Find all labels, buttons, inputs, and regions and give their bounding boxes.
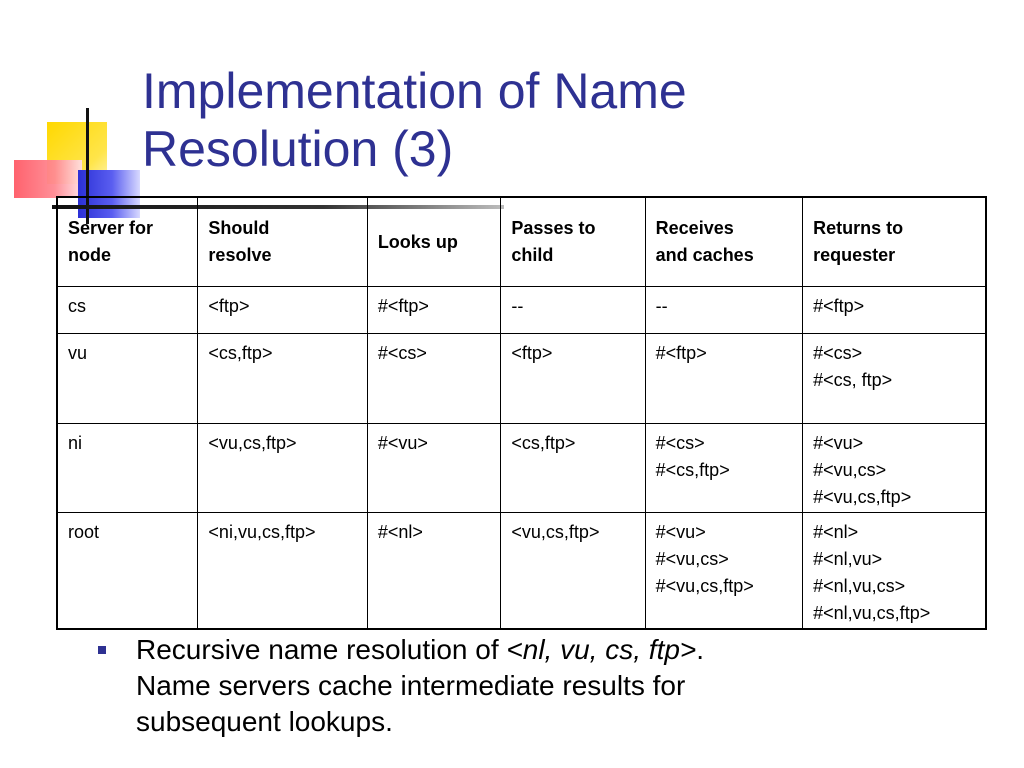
table-row: root <ni,vu,cs,ftp> #<nl> <vu,cs,ftp> #<…: [56, 512, 987, 630]
table-cell: #<vu> #<vu,cs> #<vu,cs,ftp>: [802, 422, 987, 514]
table-cell: <vu,cs,ftp>: [197, 422, 368, 514]
bullet-square-icon: [98, 646, 106, 654]
header-receives-and-caches: Receives and caches: [644, 196, 804, 287]
table-cell: #<cs> #<cs,ftp>: [644, 422, 804, 514]
header-returns-to-requester: Returns to requester: [802, 196, 987, 287]
table-cell: #<nl>: [366, 512, 502, 630]
header-should-resolve: Should resolve: [197, 196, 368, 287]
table-cell: cs: [56, 285, 199, 335]
slide-title: Implementation of Name Resolution (3): [142, 62, 962, 178]
resolution-table-container: Server for node Should resolve Looks up …: [56, 196, 987, 630]
logo-red-bar: [14, 160, 82, 198]
bullet-list: Recursive name resolution of <nl, vu, cs…: [98, 632, 978, 740]
bullet-line-3: subsequent lookups.: [136, 706, 393, 737]
table-cell: <ftp>: [500, 333, 646, 424]
table-cell: --: [500, 285, 646, 335]
table-cell: <ni,vu,cs,ftp>: [197, 512, 368, 630]
bullet-emphasis: <nl, vu, cs, ftp>: [506, 634, 697, 665]
table-cell: #<vu>: [366, 422, 502, 514]
title-line-2: Resolution (3): [142, 121, 454, 177]
table-cell: ni: [56, 422, 199, 514]
table-cell: #<cs> #<cs, ftp>: [802, 333, 987, 424]
table-header-row: Server for node Should resolve Looks up …: [56, 196, 987, 287]
table-cell: <cs,ftp>: [500, 422, 646, 514]
table-cell: root: [56, 512, 199, 630]
bullet-line-1: Recursive name resolution of <nl, vu, cs…: [136, 634, 705, 665]
logo-vertical-line: [86, 108, 89, 224]
title-line-1: Implementation of Name: [142, 63, 687, 119]
bullet-item: Recursive name resolution of <nl, vu, cs…: [136, 632, 978, 740]
table-row: ni <vu,cs,ftp> #<vu> <cs,ftp> #<cs> #<cs…: [56, 422, 987, 514]
resolution-table: Server for node Should resolve Looks up …: [56, 196, 987, 630]
table-cell: vu: [56, 333, 199, 424]
table-cell: #<ftp>: [644, 333, 804, 424]
header-looks-up: Looks up: [366, 196, 502, 287]
table-cell: #<ftp>: [802, 285, 987, 335]
header-server-for-node: Server for node: [56, 196, 199, 287]
table-cell: <ftp>: [197, 285, 368, 335]
table-cell: <vu,cs,ftp>: [500, 512, 646, 630]
table-cell: #<vu> #<vu,cs> #<vu,cs,ftp>: [644, 512, 804, 630]
table-cell: #<ftp>: [366, 285, 502, 335]
table-cell: #<cs>: [366, 333, 502, 424]
bullet-line-2: Name servers cache intermediate results …: [136, 670, 686, 701]
table-cell: #<nl> #<nl,vu> #<nl,vu,cs> #<nl,vu,cs,ft…: [802, 512, 987, 630]
table-cell: <cs,ftp>: [197, 333, 368, 424]
table-row: cs <ftp> #<ftp> -- -- #<ftp>: [56, 285, 987, 335]
table-row: vu <cs,ftp> #<cs> <ftp> #<ftp> #<cs> #<c…: [56, 333, 987, 424]
table-cell: --: [644, 285, 804, 335]
header-passes-to-child: Passes to child: [500, 196, 646, 287]
